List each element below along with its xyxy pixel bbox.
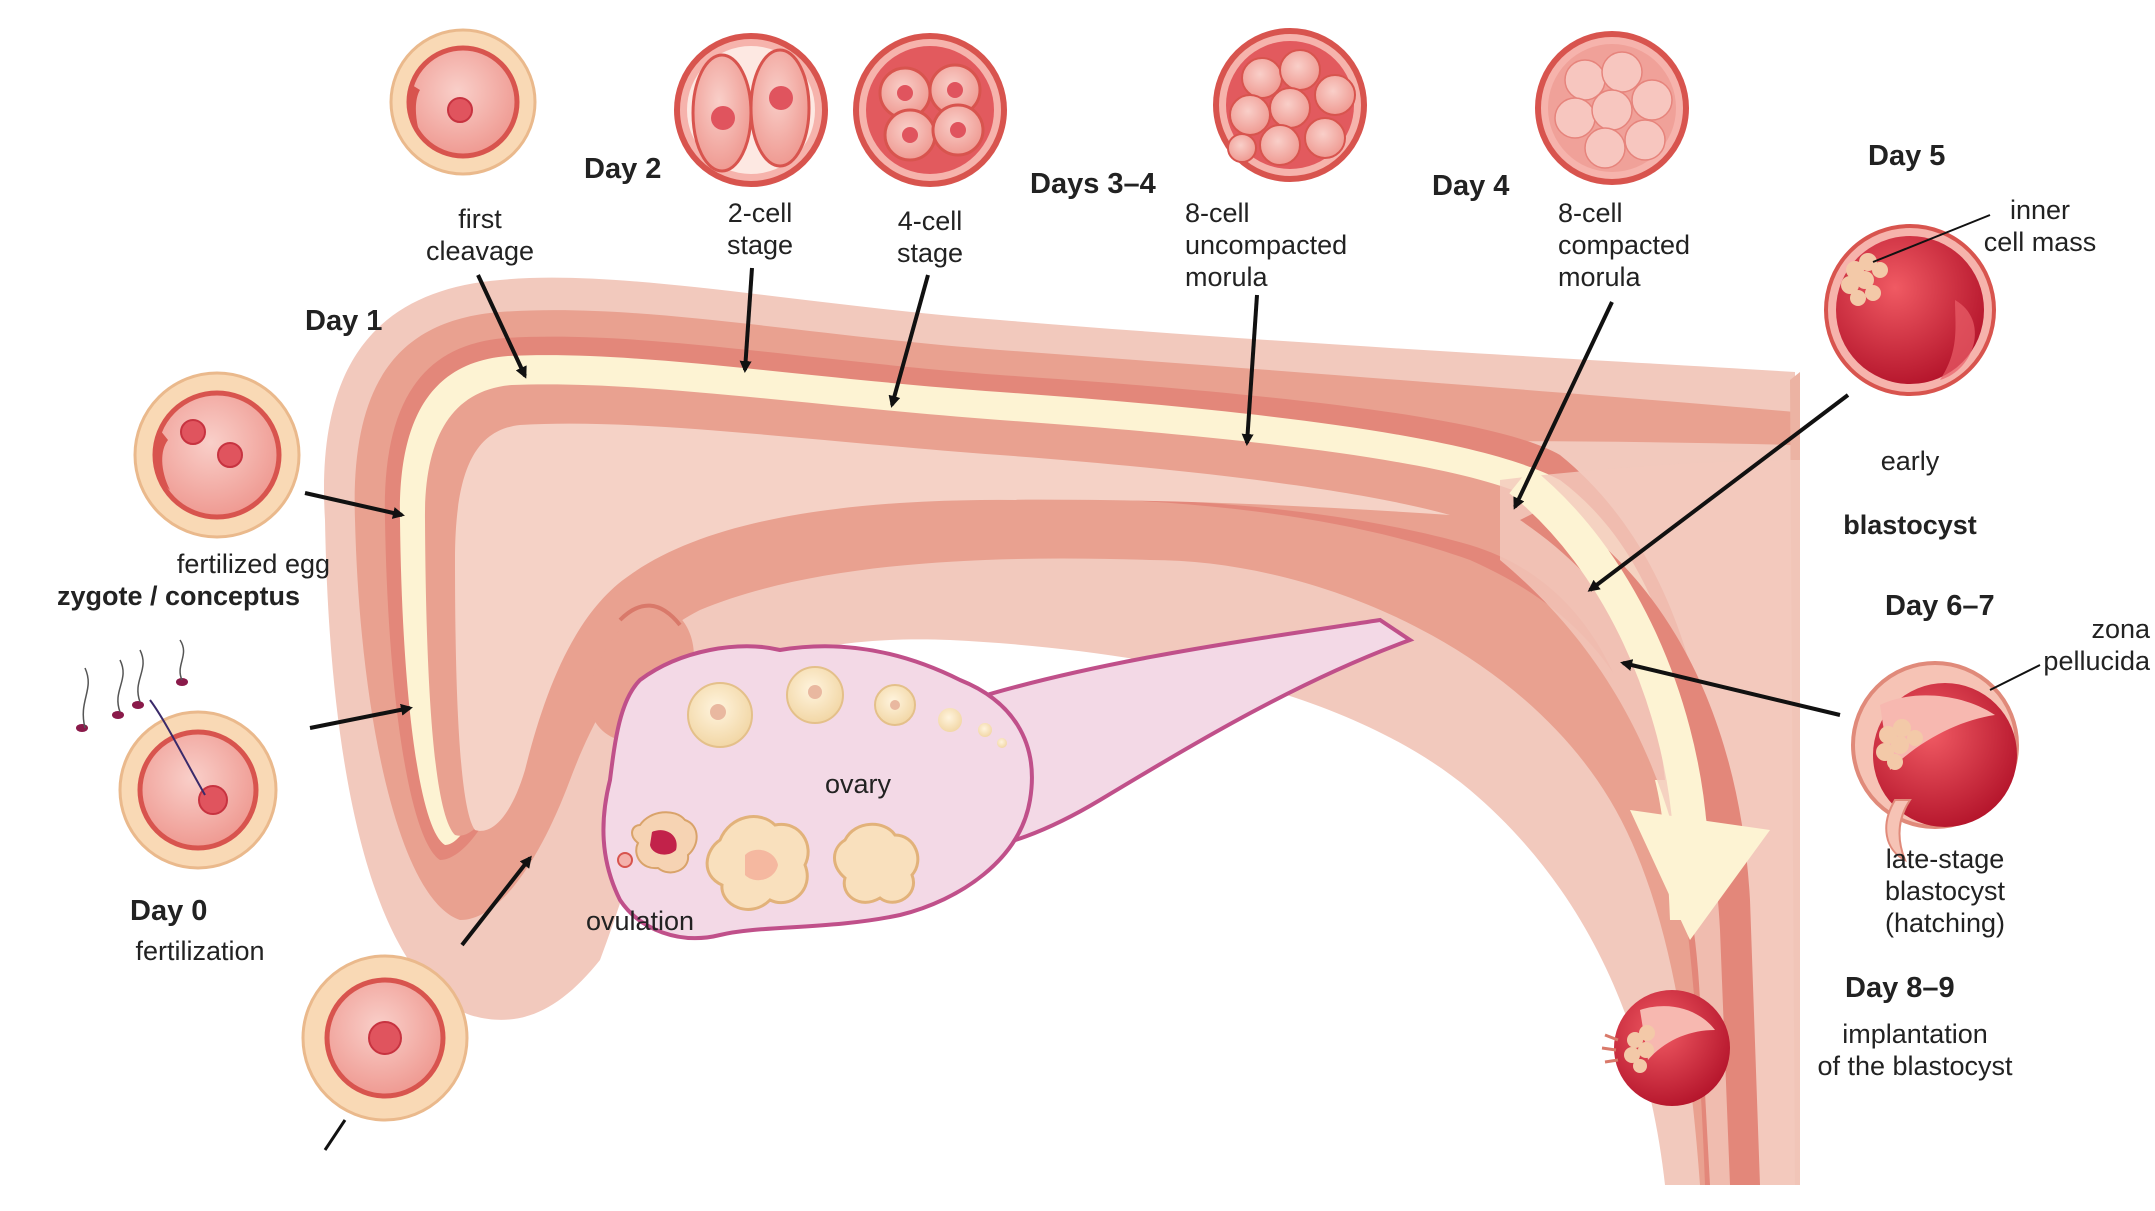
pronucleus: [198, 785, 228, 815]
zona-pellucida-label: zona pellucida: [2043, 614, 2150, 676]
implanting-blastocyst: [1601, 990, 1730, 1106]
day-1-label: Day 1: [305, 305, 383, 337]
follicle: [938, 708, 962, 732]
follicle: [997, 738, 1007, 748]
early-blastocyst-label: early blastocyst: [1820, 413, 2000, 573]
path-arrowhead: [1630, 810, 1770, 940]
arrow-uncompacted: [1241, 294, 1259, 446]
arrow-hatching: [1620, 659, 1841, 717]
blastocyst-text: blastocyst: [1843, 510, 1977, 540]
ovulation-label: ovulation: [585, 906, 695, 936]
inner-cell-mass: [1841, 253, 1888, 306]
days-3-4-label: Days 3–4: [1030, 168, 1156, 200]
hatching-blastocyst: [1851, 661, 2019, 863]
pointer-inner-cell-mass: [1872, 214, 1991, 263]
compacted-label: 8-cell compacted morula: [1558, 198, 1691, 292]
arrow-early-blastocyst: [1587, 393, 1850, 592]
day-0-label: Day 0: [130, 895, 208, 927]
sperm-icon: [76, 639, 188, 732]
icm-implanting: [1624, 1025, 1655, 1073]
arrow-first-cleavage: [476, 274, 527, 379]
ovary: [601, 617, 1415, 941]
two-cell-stage: [674, 33, 828, 187]
first-cleavage-cell: [389, 28, 537, 176]
arrow-zygote: [304, 491, 405, 519]
two-cell-label: 2-cell stage: [726, 198, 794, 260]
tube-cavity: [455, 423, 1450, 831]
implantation-label: implantation of the blastocyst: [1817, 1019, 2013, 1081]
four-cell-label: 4-cell stage: [896, 206, 964, 268]
four-cell-stage: [853, 33, 1007, 187]
day-6-7-label: Day 6–7: [1885, 590, 1995, 622]
follicle: [978, 723, 992, 737]
day-2-label: Day 2: [584, 153, 662, 185]
arrow-four-cell: [888, 274, 930, 408]
uncompacted-morula: [1213, 28, 1367, 182]
day-8-9-label: Day 8–9: [1845, 972, 1955, 1004]
oviduct: [323, 277, 1800, 1186]
inner-cell-mass-label: inner cell mass: [1983, 195, 2097, 257]
uncompacted-label: 8-cell uncompacted morula: [1185, 198, 1348, 292]
early-blastocyst: [1824, 224, 1996, 396]
fertilized-egg-label: fertilized egg: [176, 549, 330, 579]
day-5-label: Day 5: [1868, 140, 1946, 172]
arrow-compacted: [1513, 301, 1614, 510]
first-cleavage-label: first cleavage: [425, 204, 535, 266]
arrow-ovulated-egg: [460, 855, 532, 947]
ovarian-ligament: [957, 617, 1415, 853]
pointer-zona: [1989, 664, 2041, 691]
icm-hatching: [1876, 719, 1923, 770]
late-stage-label: late-stage blastocyst (hatching): [1884, 844, 2006, 938]
zygote-label: zygote / conceptus: [56, 581, 300, 611]
pointer-ovulated-egg: [323, 1119, 347, 1151]
ovary-label: ovary: [824, 769, 892, 799]
arrows: [304, 214, 2041, 1151]
sperm-tail: [149, 699, 206, 796]
arrow-two-cell: [739, 267, 754, 373]
released-egg: [617, 852, 633, 868]
day-4-label: Day 4: [1432, 170, 1510, 202]
ovulated-egg: [301, 954, 469, 1122]
compacted-morula: [1535, 31, 1689, 185]
zygote-cell: [133, 371, 301, 539]
migration-path: [1509, 466, 1770, 940]
fertilization-label: fertilization: [135, 936, 265, 966]
arrow-fertilization: [309, 703, 413, 730]
fertilization-cell: [76, 639, 278, 870]
early-text: early: [1880, 446, 1940, 476]
corpus-albicans: [833, 822, 920, 904]
